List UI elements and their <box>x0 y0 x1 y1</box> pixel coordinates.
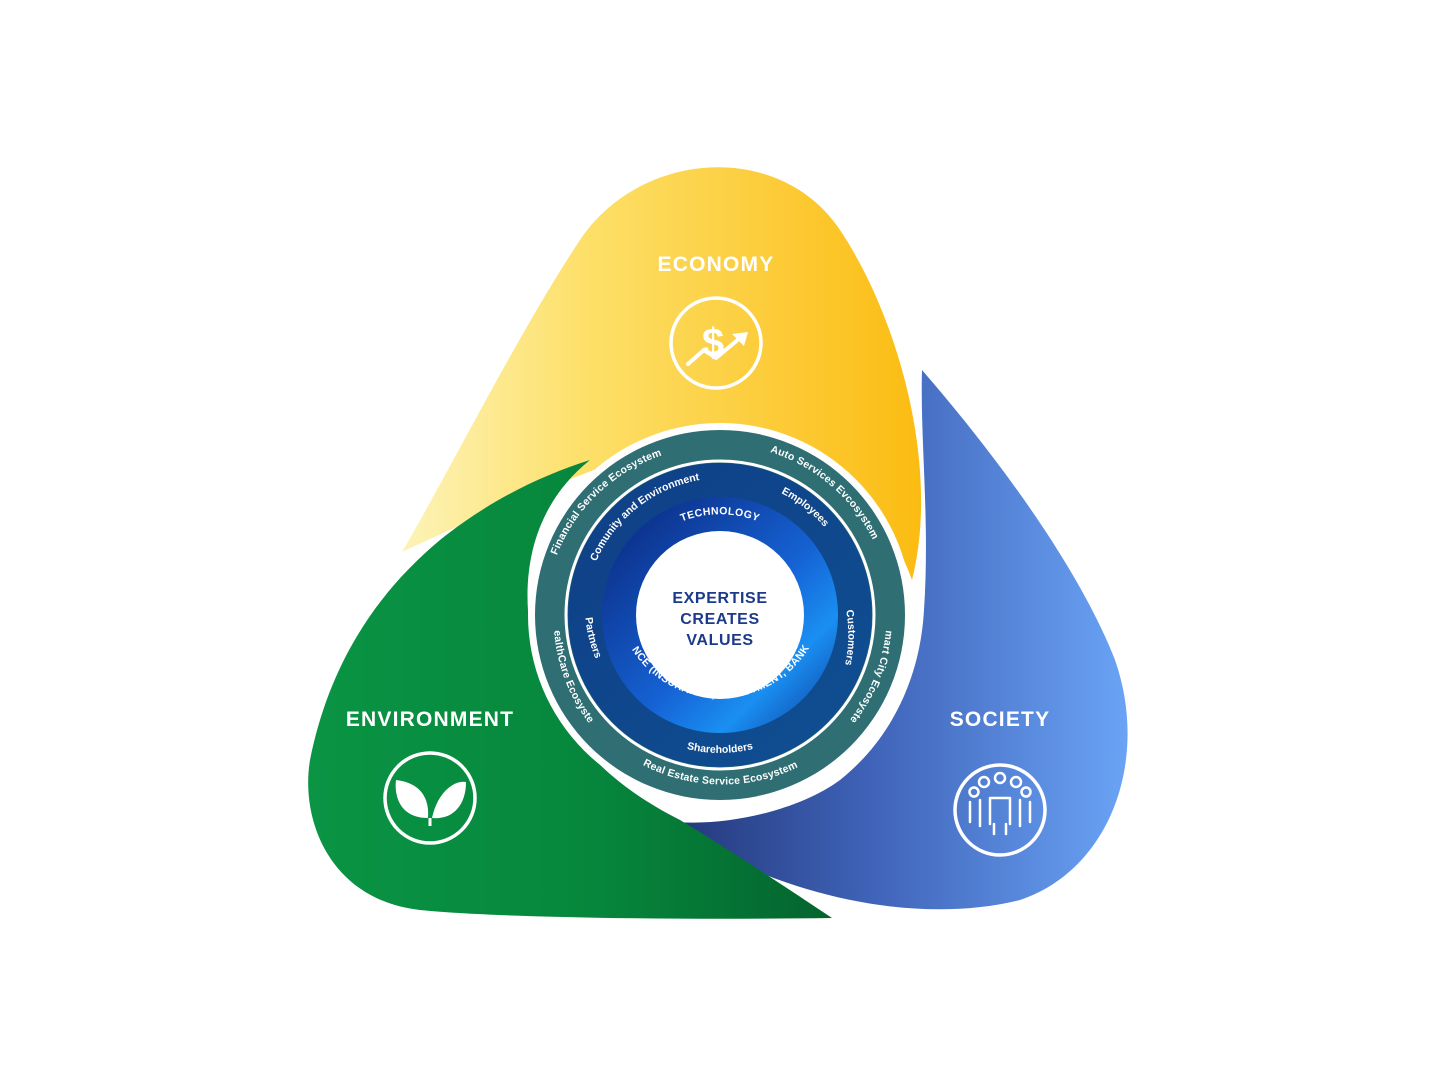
leaf-icon <box>383 751 477 845</box>
middle-ring-label: Customers <box>842 609 857 667</box>
people-group-icon <box>953 763 1047 857</box>
svg-text:Shareholders: Shareholders <box>686 740 754 756</box>
core-circle <box>636 531 804 699</box>
outer-ring-border <box>564 459 876 771</box>
environment-title: ENVIRONMENT <box>346 708 514 731</box>
middle-ring-label: Shareholders <box>686 740 754 756</box>
economy-petal <box>402 167 922 580</box>
core-line-1: EXPERTISE <box>672 590 767 607</box>
core-line-3: VALUES <box>686 632 753 649</box>
core-line-2: CREATES <box>680 611 759 628</box>
society-title: SOCIETY <box>950 708 1051 731</box>
dollar-growth-icon: $ <box>669 296 763 390</box>
society-petal <box>660 370 1128 910</box>
economy-title: ECONOMY <box>658 253 775 276</box>
svg-text:Customers: Customers <box>842 609 857 667</box>
